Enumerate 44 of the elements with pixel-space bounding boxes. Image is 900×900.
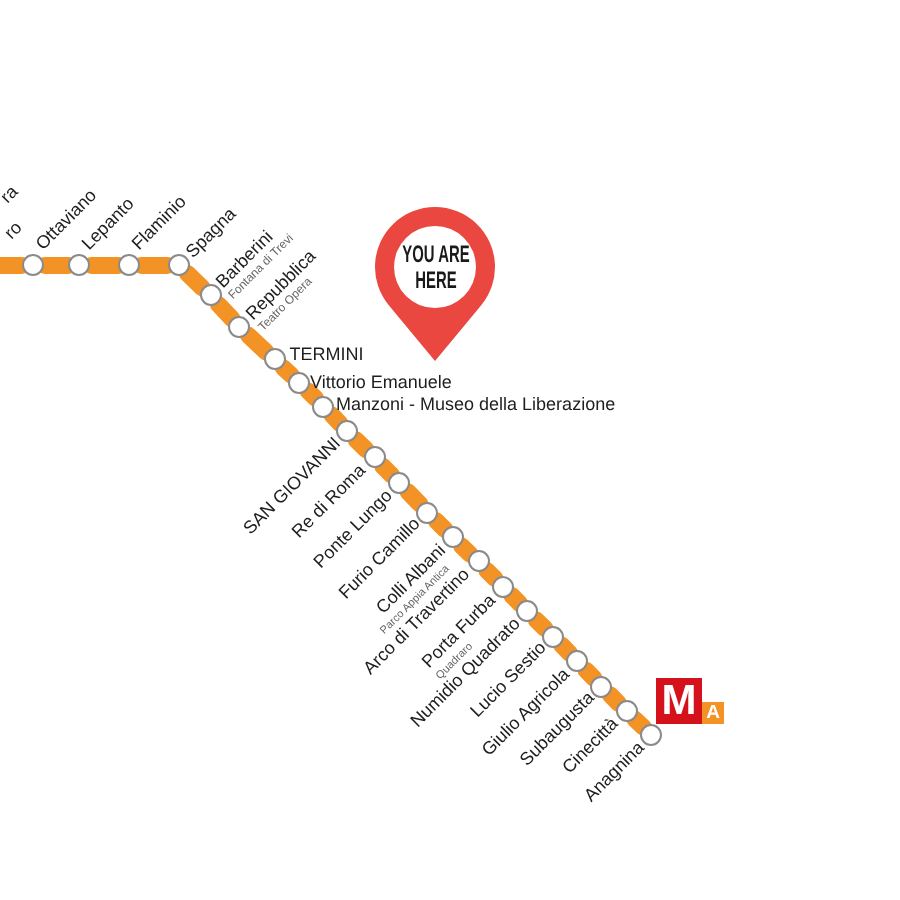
station-name: Vittorio Emanuele — [310, 373, 452, 393]
pin-label: YOU ARE HERE — [400, 242, 470, 293]
location-pin-marker — [374, 206, 496, 362]
metro-line-segment — [601, 686, 627, 712]
station-marker — [590, 675, 613, 697]
metro-line-segment — [427, 512, 454, 539]
metro-line-segment — [347, 431, 375, 459]
metro-line-segment — [503, 586, 529, 613]
station-marker — [388, 471, 411, 494]
station-marker — [336, 420, 359, 443]
station-marker — [167, 253, 190, 276]
station-marker — [263, 348, 285, 371]
station-marker — [363, 446, 385, 469]
station-marker — [416, 501, 439, 523]
metro-line-segment — [323, 406, 349, 433]
station-marker — [566, 650, 589, 673]
station-marker — [199, 284, 221, 307]
metro-line-segment — [577, 661, 603, 687]
metro-line-segment — [178, 264, 211, 297]
station-marker — [118, 253, 141, 276]
metro-line-segment — [133, 256, 176, 274]
station-name: Manzoni - Museo della Liberazione — [336, 396, 616, 417]
metro-line-segment — [299, 382, 325, 407]
station-marker — [467, 550, 489, 573]
station-marker — [516, 600, 539, 623]
metro-line-segment — [552, 636, 579, 663]
station-marker — [21, 253, 44, 276]
metro-line-segment — [478, 562, 504, 588]
metro-line-segment — [527, 611, 554, 638]
station-marker — [312, 395, 335, 417]
station-marker — [288, 371, 311, 394]
station-name: ro — [0, 218, 26, 245]
metro-line-segment — [626, 710, 653, 736]
line-letter-tag: A — [702, 702, 724, 724]
station-marker — [68, 253, 91, 276]
station-name: ra — [0, 182, 23, 209]
metro-line-segment — [239, 326, 275, 361]
metro-line-segment — [274, 359, 300, 384]
station-name: TERMINI — [289, 345, 364, 365]
metro-line-segment — [374, 457, 401, 484]
metro-line-segment — [453, 537, 479, 563]
metro-sign: M — [656, 678, 702, 724]
metro-line-segment — [399, 483, 429, 513]
metro-line-segment — [210, 295, 241, 328]
